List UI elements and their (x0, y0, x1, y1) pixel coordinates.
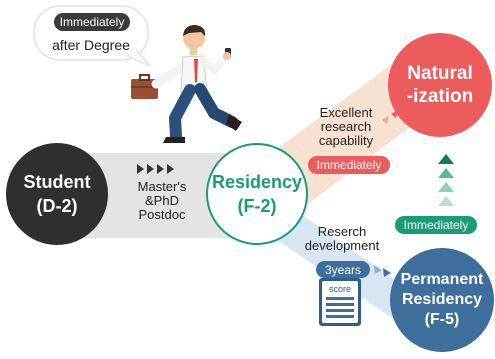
student-residency-band (60, 153, 250, 238)
naturalization-circle: Natural -ization (388, 33, 492, 137)
permanent-immediately-badge: Immediately (395, 216, 477, 234)
score-doc-label: score (328, 284, 351, 294)
student-circle: Student (D-2) (6, 143, 108, 245)
speech-badge: Immediately (54, 13, 130, 31)
permanent-title-1: Permanent (400, 271, 484, 288)
path-line-1: Master's (137, 179, 187, 194)
residency-title: Residency (211, 172, 303, 192)
residency-code: (F-2) (237, 196, 277, 216)
speech-text: after Degree (52, 37, 130, 53)
permanent-code: (F-5) (424, 311, 460, 328)
businessman-figure (131, 25, 242, 143)
perm-line-1: Reserch (317, 224, 367, 239)
nat-line-1: Excellent (319, 105, 373, 120)
student-title: Student (23, 172, 91, 192)
nat-line-3: capability (318, 133, 374, 148)
permanent-path-label: Reserch development (296, 225, 388, 253)
path-line-2: &PhD (145, 193, 179, 208)
permanent-title-2: Residency (401, 291, 483, 308)
naturalization-immediately-badge: Immediately (308, 156, 390, 174)
arrows-to-permanent (374, 265, 391, 277)
nat-line-2: research (320, 119, 372, 134)
score-document-icon (319, 278, 361, 326)
arrows-student-residency (137, 164, 174, 174)
perm-line-2: development (304, 238, 380, 253)
naturalization-title: Natural (407, 63, 473, 84)
three-years-badge: 3years (316, 261, 370, 278)
path-line-3: Postdoc (138, 207, 186, 222)
student-residency-label: Master's &PhD Postdoc (120, 180, 204, 222)
permanent-band (255, 200, 410, 320)
naturalization-path-label: Excellent research capability (306, 106, 386, 148)
residency-circle: Residency (F-2) (206, 143, 308, 245)
naturalization-title-2: -ization (406, 86, 474, 107)
arrows-up-to-naturalization (438, 154, 454, 206)
student-code: (D-2) (36, 196, 78, 216)
permanent-residency-circle: Permanent Residency (F-5) (390, 248, 494, 352)
